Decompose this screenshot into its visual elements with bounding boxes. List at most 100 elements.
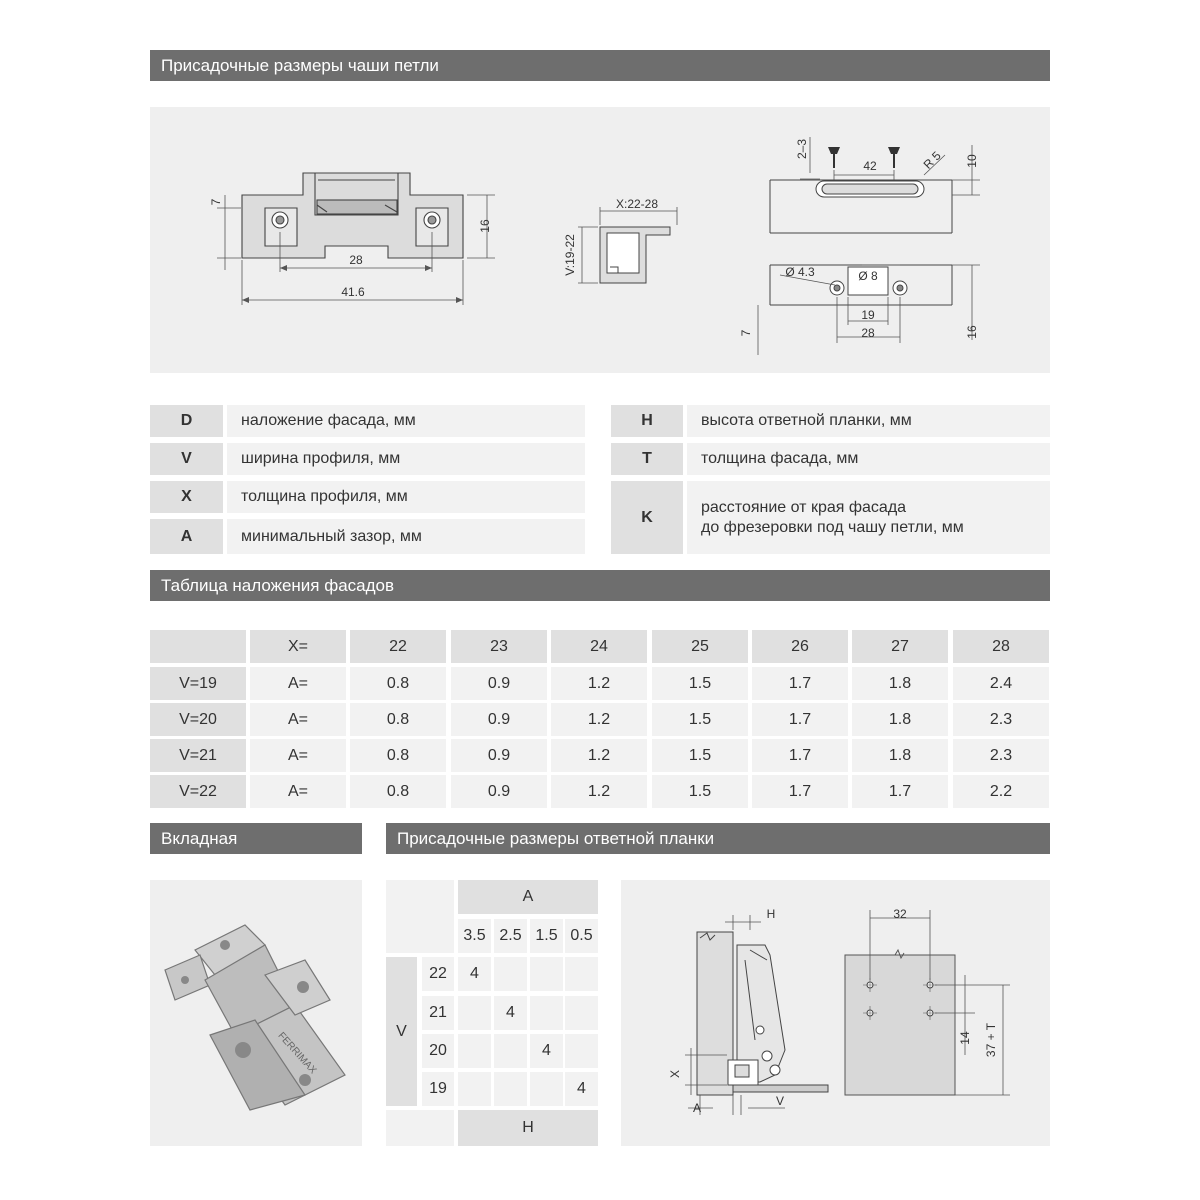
plate-h-value: 4 [494, 996, 527, 1030]
plate-a-header: A [458, 880, 598, 914]
plate-h-value: 4 [565, 1072, 598, 1106]
dim-phi43-label: Ø 4.3 [785, 265, 815, 279]
dim-7-label: 7 [209, 198, 223, 205]
overlay-a-label: A= [250, 775, 346, 808]
overlay-a-value: 1.2 [551, 739, 647, 772]
overlay-a-label: A= [250, 703, 346, 736]
plate-hole-pattern-drawing: 32 14 37 + T [844, 907, 1010, 1096]
overlay-v-header: V=21 [150, 739, 246, 772]
dim-a-label: A [693, 1101, 701, 1115]
plate-empty-cell [458, 996, 491, 1030]
plate-v-value: 19 [422, 1072, 454, 1106]
plate-a-value: 0.5 [565, 919, 598, 953]
plate-empty-cell [565, 1034, 598, 1068]
overlay-a-value: 0.8 [350, 775, 446, 808]
overlay-a-value: 0.9 [451, 667, 547, 700]
dim-42-label: 42 [863, 159, 877, 173]
legend-key-x: X [150, 481, 223, 513]
plate-empty-cell [458, 1034, 491, 1068]
plate-v-value: 21 [422, 996, 454, 1030]
overlay-a-value: 1.5 [652, 775, 748, 808]
plate-a-value: 2.5 [494, 919, 527, 953]
drilling-plan-drawing: 2–3 42 R 5 10 Ø 4.3 Ø 8 19 28 7 16 [740, 137, 980, 355]
legend-text-x: толщина профиля, мм [227, 481, 585, 513]
dim-7b-label: 7 [740, 329, 753, 336]
dim-37t-label: 37 + T [984, 1022, 998, 1057]
overlay-a-value: 1.2 [551, 667, 647, 700]
overlay-corner-cell [150, 630, 246, 663]
overlay-x-header: 23 [451, 630, 547, 663]
dim-28b-label: 28 [861, 326, 875, 340]
plate-empty-cell [530, 1072, 563, 1106]
plate-h-value: 4 [458, 957, 491, 991]
overlay-a-label: A= [250, 739, 346, 772]
overlay-x-header: 28 [953, 630, 1049, 663]
overlay-a-value: 1.7 [852, 775, 948, 808]
dim-32-label: 32 [893, 907, 907, 921]
profile-section-drawing: X:22-28 V:19-22 [563, 197, 678, 284]
plate-empty-cell [565, 957, 598, 991]
dim-10-label: 10 [965, 154, 979, 168]
legend-text-k-line1: расстояние от края фасада [701, 498, 907, 516]
section-header-cup-drilling: Присадочные размеры чаши петли [150, 50, 1050, 81]
overlay-a-value: 1.7 [752, 703, 848, 736]
dim-41-label: 41.6 [341, 285, 365, 299]
plate-empty-cell [458, 1072, 491, 1106]
overlay-a-value: 0.9 [451, 703, 547, 736]
plate-empty-cell [530, 996, 563, 1030]
overlay-a-value: 1.8 [852, 739, 948, 772]
section-header-inset: Вкладная [150, 823, 362, 854]
plate-h-value: 4 [530, 1034, 563, 1068]
overlay-a-value: 1.7 [752, 775, 848, 808]
legend-key-d: D [150, 405, 223, 437]
plate-empty-cell [565, 996, 598, 1030]
overlay-a-value: 2.4 [953, 667, 1049, 700]
legend-text-h: высота ответной планки, мм [687, 405, 1050, 437]
plate-a-value: 1.5 [530, 919, 563, 953]
hinge-photo: FERRIMAX [164, 924, 346, 1111]
overlay-x-header: 25 [652, 630, 748, 663]
legend-text-d: наложение фасада, мм [227, 405, 585, 437]
legend-text-a: минимальный зазор, мм [227, 519, 585, 554]
overlay-a-value: 1.5 [652, 703, 748, 736]
plate-v-value: 22 [422, 957, 454, 991]
cup-front-view-drawing: 7 16 28 41.6 [209, 172, 495, 305]
overlay-a-value: 1.2 [551, 775, 647, 808]
dim-28-label: 28 [349, 253, 363, 267]
plate-empty-cell [530, 957, 563, 991]
legend-key-h: H [611, 405, 683, 437]
plate-empty-cell [494, 957, 527, 991]
dim-2-3-label: 2–3 [795, 139, 809, 159]
overlay-a-value: 1.7 [752, 667, 848, 700]
legend-key-t: T [611, 443, 683, 475]
overlay-x-header: 27 [852, 630, 948, 663]
overlay-a-value: 0.9 [451, 739, 547, 772]
overlay-a-value: 2.3 [953, 739, 1049, 772]
overlay-x-label: X= [250, 630, 346, 663]
overlay-a-value: 2.2 [953, 775, 1049, 808]
legend-key-a: A [150, 519, 223, 554]
dim-v2-label: V [776, 1094, 784, 1108]
plate-empty-cell [494, 1072, 527, 1106]
dim-phi8-label: Ø 8 [858, 269, 878, 283]
dim-16-label: 16 [478, 219, 492, 233]
section-header-overlay-table: Таблица наложения фасадов [150, 570, 1050, 601]
section-header-plate-drilling: Присадочные размеры ответной планки [386, 823, 1050, 854]
overlay-x-header: 26 [752, 630, 848, 663]
overlay-a-value: 0.8 [350, 703, 446, 736]
overlay-a-value: 2.3 [953, 703, 1049, 736]
overlay-a-value: 1.5 [652, 739, 748, 772]
overlay-a-value: 0.8 [350, 739, 446, 772]
overlay-a-value: 1.5 [652, 667, 748, 700]
plate-bottom-left-cell [386, 1110, 454, 1146]
plate-v-value: 20 [422, 1034, 454, 1068]
plate-drawings-panel [621, 880, 1050, 1146]
dim-v-label: V:19-22 [563, 234, 577, 276]
overlay-a-value: 1.8 [852, 667, 948, 700]
plate-h-header: H [458, 1110, 598, 1146]
legend-text-t: толщина фасада, мм [687, 443, 1050, 475]
plate-empty-cell [494, 1034, 527, 1068]
dim-14-label: 14 [958, 1031, 972, 1045]
